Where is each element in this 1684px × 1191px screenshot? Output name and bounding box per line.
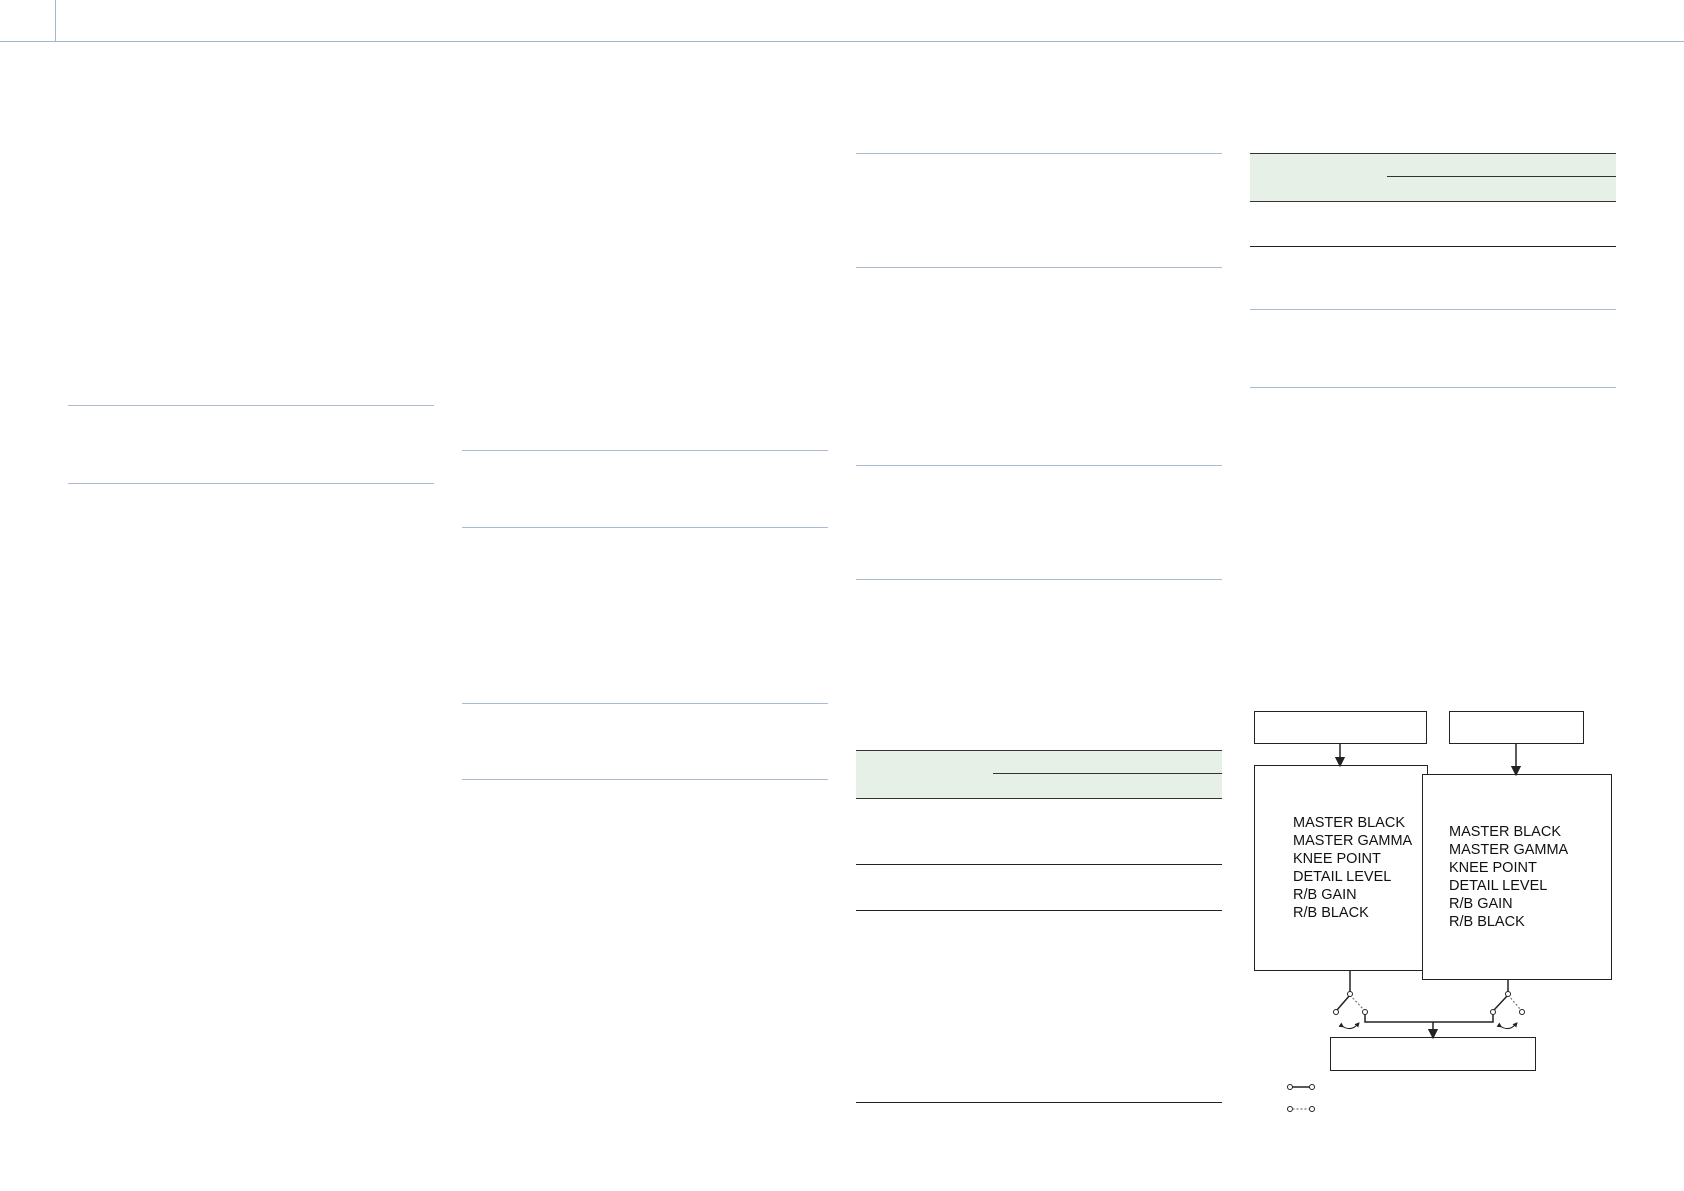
col4-table-header-subline xyxy=(1387,176,1616,177)
switch-bus xyxy=(1364,1015,1494,1023)
param-item: R/B GAIN xyxy=(1293,887,1357,903)
param-item: KNEE POINT xyxy=(1293,851,1381,867)
switch-left xyxy=(1333,971,1368,1030)
diagram-output-box xyxy=(1330,1037,1536,1071)
col2-rule-4 xyxy=(462,779,828,780)
param-item: R/B BLACK xyxy=(1293,905,1369,921)
col4-rule-1 xyxy=(1250,309,1616,310)
param-list-right: MASTER BLACK MASTER GAMMA KNEE POINT DET… xyxy=(1449,823,1568,931)
col3-table-header xyxy=(856,750,1222,799)
param-item: MASTER GAMMA xyxy=(1449,842,1569,858)
col4-rule-2 xyxy=(1250,387,1616,388)
legend-dashed-switch-icon xyxy=(1287,1106,1315,1112)
col3-table-header-subline xyxy=(993,773,1222,774)
page-header-tick xyxy=(55,0,56,41)
param-item: DETAIL LEVEL xyxy=(1293,869,1392,885)
col4-table-row-divider xyxy=(1250,246,1616,247)
col4-table-header xyxy=(1250,153,1616,202)
param-item: MASTER BLACK xyxy=(1293,815,1405,831)
col2-rule-2 xyxy=(462,527,828,528)
col3-rule-1 xyxy=(856,153,1222,154)
col3-rule-3 xyxy=(856,465,1222,466)
page-header-rule xyxy=(0,41,1684,42)
param-item: MASTER GAMMA xyxy=(1293,833,1413,849)
col3-table-row-divider-2 xyxy=(856,910,1222,911)
diagram-top-box-left xyxy=(1254,711,1427,744)
param-item: R/B BLACK xyxy=(1449,914,1525,930)
col3-table-row-divider-1 xyxy=(856,864,1222,865)
col3-rule-4 xyxy=(856,579,1222,580)
diagram-param-box-right: MASTER BLACK MASTER GAMMA KNEE POINT DET… xyxy=(1422,774,1612,980)
col3-table-bottom xyxy=(856,1102,1222,1103)
col1-rule-1 xyxy=(68,405,434,406)
col2-rule-3 xyxy=(462,703,828,704)
col3-rule-2 xyxy=(856,267,1222,268)
switch-right xyxy=(1490,980,1525,1030)
param-item: R/B GAIN xyxy=(1449,896,1513,912)
col2-rule-1 xyxy=(462,450,828,451)
param-item: DETAIL LEVEL xyxy=(1449,878,1548,894)
param-list-left: MASTER BLACK MASTER GAMMA KNEE POINT DET… xyxy=(1293,814,1412,922)
param-item: KNEE POINT xyxy=(1449,860,1537,876)
legend-solid-switch-icon xyxy=(1287,1084,1315,1090)
col1-rule-2 xyxy=(68,483,434,484)
diagram-top-box-right xyxy=(1449,711,1584,744)
diagram-param-box-left: MASTER BLACK MASTER GAMMA KNEE POINT DET… xyxy=(1254,765,1428,971)
param-item: MASTER BLACK xyxy=(1449,824,1561,840)
